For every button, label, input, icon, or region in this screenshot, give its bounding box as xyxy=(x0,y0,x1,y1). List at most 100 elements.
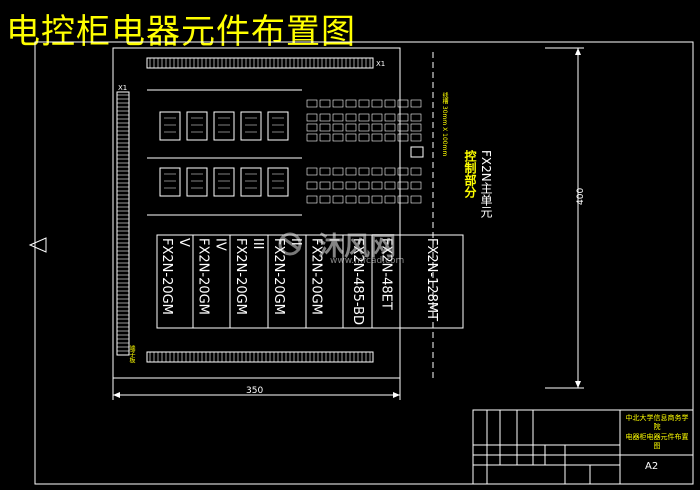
relay xyxy=(319,113,331,122)
relay xyxy=(371,99,383,108)
plc-module-label: FX2N-485-BD xyxy=(345,238,370,326)
breaker xyxy=(267,111,289,141)
plc-module-index: III xyxy=(250,238,265,250)
breaker xyxy=(267,167,289,197)
relay xyxy=(397,133,409,142)
dim-height-label: 400 xyxy=(576,187,586,205)
relay-group xyxy=(306,99,424,204)
dim-width-label: 350 xyxy=(246,386,264,396)
relay xyxy=(332,181,344,190)
label-x1-top: X1 xyxy=(376,60,386,68)
left-triangle-marker xyxy=(28,237,47,253)
relay xyxy=(306,113,318,122)
relay xyxy=(384,113,396,122)
breaker xyxy=(159,167,181,197)
relay xyxy=(332,99,344,108)
relay xyxy=(384,195,396,204)
breaker xyxy=(186,111,208,141)
relay xyxy=(358,113,370,122)
plc-module-group xyxy=(156,235,401,328)
relay xyxy=(358,99,370,108)
watermark-url: www.mfcad.com xyxy=(330,256,405,266)
relay xyxy=(410,133,422,142)
main-unit-label: FX2N主单元 xyxy=(478,150,495,218)
dim-width-line xyxy=(112,378,401,400)
relay xyxy=(397,123,409,132)
plc-module-model: FX2N-48ET xyxy=(378,238,394,310)
relay xyxy=(384,99,396,108)
outer-frame xyxy=(34,41,694,485)
breaker xyxy=(213,167,235,197)
relay xyxy=(371,195,383,204)
relay xyxy=(332,167,344,176)
plc-module-label: FX2N-48ET xyxy=(374,238,398,326)
relay xyxy=(397,99,409,108)
watermark-logo xyxy=(278,232,302,256)
plc-module-model: FX2N-20GM xyxy=(308,238,324,315)
relay xyxy=(384,123,396,132)
relay-large xyxy=(410,146,424,158)
relay xyxy=(319,123,331,132)
main-unit-line1: FX2N主单元 xyxy=(479,150,493,218)
plc-module-model: FX2N-128MT xyxy=(424,238,439,322)
breaker xyxy=(240,167,262,197)
panel-outline xyxy=(112,47,401,379)
title-block xyxy=(472,409,694,485)
relay xyxy=(358,181,370,190)
relay xyxy=(345,181,357,190)
plc-module-model: FX2N-20GM xyxy=(233,238,248,315)
control-part-text: 控制部分 xyxy=(463,150,477,198)
plc-module-model: FX2N-20GM xyxy=(159,238,174,315)
plc-module-model: FX2N-20GM xyxy=(195,238,211,315)
relay xyxy=(410,195,422,204)
relay xyxy=(319,99,331,108)
plc-module-index: I xyxy=(325,238,341,242)
relay xyxy=(345,113,357,122)
drawing-title: 电控柜电器元件布置图 xyxy=(6,12,356,52)
relay xyxy=(345,167,357,176)
relay xyxy=(397,113,409,122)
breaker-group xyxy=(159,111,289,197)
relay xyxy=(345,99,357,108)
relay xyxy=(319,181,331,190)
relay xyxy=(397,167,409,176)
relay xyxy=(397,181,409,190)
relay xyxy=(319,167,331,176)
relay xyxy=(332,133,344,142)
relay xyxy=(345,123,357,132)
relay xyxy=(306,181,318,190)
relay xyxy=(371,167,383,176)
relay xyxy=(371,113,383,122)
plc-module-index: V xyxy=(176,238,191,247)
title-block-school: 中北大学信息商务学院 xyxy=(625,414,689,431)
relay xyxy=(358,195,370,204)
top-cable-duct xyxy=(146,57,374,69)
relay xyxy=(358,133,370,142)
control-part-label: 控制部分 xyxy=(462,150,479,198)
relay xyxy=(306,123,318,132)
plc-module-model: FX2N-485-BD xyxy=(350,238,365,326)
breaker xyxy=(159,111,181,141)
title-block-drawing-name: 电器柜电器元件布置图 xyxy=(625,433,689,450)
relay xyxy=(332,123,344,132)
relay xyxy=(332,113,344,122)
plc-module-index: IV xyxy=(212,238,228,251)
relay xyxy=(319,133,331,142)
bottom-cable-duct xyxy=(146,351,374,363)
relay xyxy=(410,99,422,108)
relay xyxy=(384,181,396,190)
breaker xyxy=(240,111,262,141)
breaker xyxy=(213,111,235,141)
plc-module-index: II xyxy=(288,238,303,246)
relay xyxy=(410,167,422,176)
relay xyxy=(410,181,422,190)
watermark-brand: 沐风网 xyxy=(318,232,397,262)
plc-module-label: FX2N-128MT xyxy=(402,238,461,326)
dim-height-line xyxy=(545,47,584,389)
